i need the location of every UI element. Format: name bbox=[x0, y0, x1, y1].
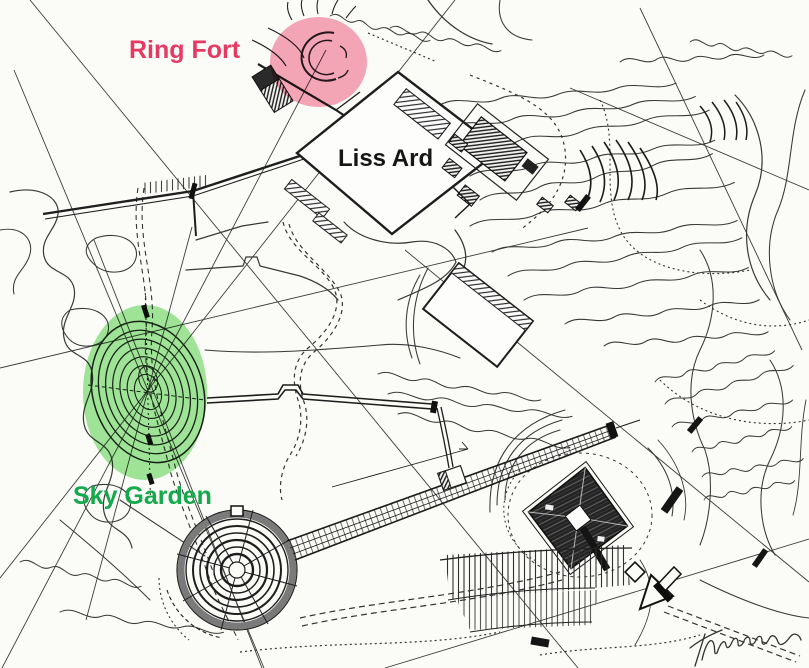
boundary-wall bbox=[206, 384, 454, 469]
waymark-arrow bbox=[623, 560, 683, 611]
liss-ard-house bbox=[283, 70, 591, 244]
liss-ard-label: Liss Ard bbox=[338, 145, 434, 172]
gate-marks bbox=[530, 416, 769, 648]
ring-fort-label: Ring Fort bbox=[129, 36, 241, 64]
contour-lines bbox=[0, 0, 809, 646]
pyramid-mound bbox=[521, 460, 635, 576]
artist-signature bbox=[689, 629, 802, 667]
walled-garden bbox=[421, 261, 535, 369]
ring-fort-highlight bbox=[270, 17, 367, 107]
slope-hachures bbox=[439, 545, 633, 633]
sky-garden-highlight bbox=[83, 305, 207, 480]
hachure-knots bbox=[579, 99, 748, 203]
spiral-amphitheatre bbox=[158, 505, 298, 641]
sky-garden-label: Sky Garden bbox=[73, 482, 212, 510]
avenue-causeway bbox=[286, 419, 641, 561]
